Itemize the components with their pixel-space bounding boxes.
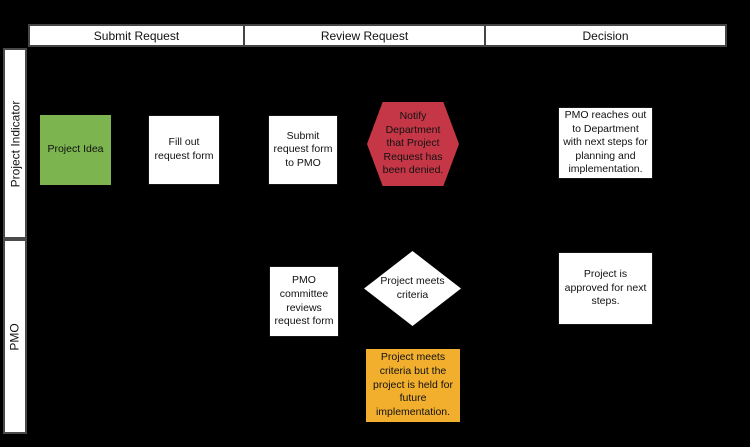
node-pmo-reaches-out: PMO reaches out to Department with next …: [558, 107, 653, 179]
column-header-label: Decision: [582, 28, 629, 43]
column-header-label: Review Request: [320, 28, 409, 43]
node-label: Project meets criteria but the project i…: [373, 351, 453, 418]
column-header-review-request: Review Request: [243, 24, 486, 47]
column-header-label: Submit Request: [93, 28, 180, 43]
column-header-decision: Decision: [484, 24, 727, 47]
node-label: Submit request form to PMO: [273, 129, 333, 169]
node-project-idea: Project Idea: [40, 115, 111, 185]
node-fill-out-request-form: Fill out request form: [148, 115, 220, 185]
node-decision-project-meets-criteria: Project meets criteria: [364, 251, 461, 326]
lane-label-project-indicator: Project Indicator: [3, 48, 27, 239]
lane-label-text: Project Indicator: [8, 100, 22, 187]
node-label: Project Idea: [47, 143, 104, 156]
node-project-held-for-future: Project meets criteria but the project i…: [366, 349, 460, 422]
column-header-submit-request: Submit Request: [28, 24, 245, 47]
node-pmo-committee-reviews: PMO committee reviews request form: [269, 266, 339, 337]
node-notify-department-denied: Notify Department that Project Request h…: [367, 102, 459, 186]
lane-label-pmo: PMO: [3, 239, 27, 434]
node-label: Notify Department that Project Request h…: [382, 109, 444, 177]
node-label: Project meets criteria: [380, 274, 445, 301]
node-label: PMO reaches out to Department with next …: [563, 108, 648, 176]
node-submit-request-form-to-pmo: Submit request form to PMO: [268, 115, 338, 185]
node-label: PMO committee reviews request form: [274, 274, 334, 328]
node-label: Fill out request form: [154, 136, 214, 162]
node-project-approved: Project is approved for next steps.: [558, 252, 653, 325]
lane-label-text: PMO: [8, 322, 22, 351]
node-label: Project is approved for next steps.: [564, 268, 647, 308]
